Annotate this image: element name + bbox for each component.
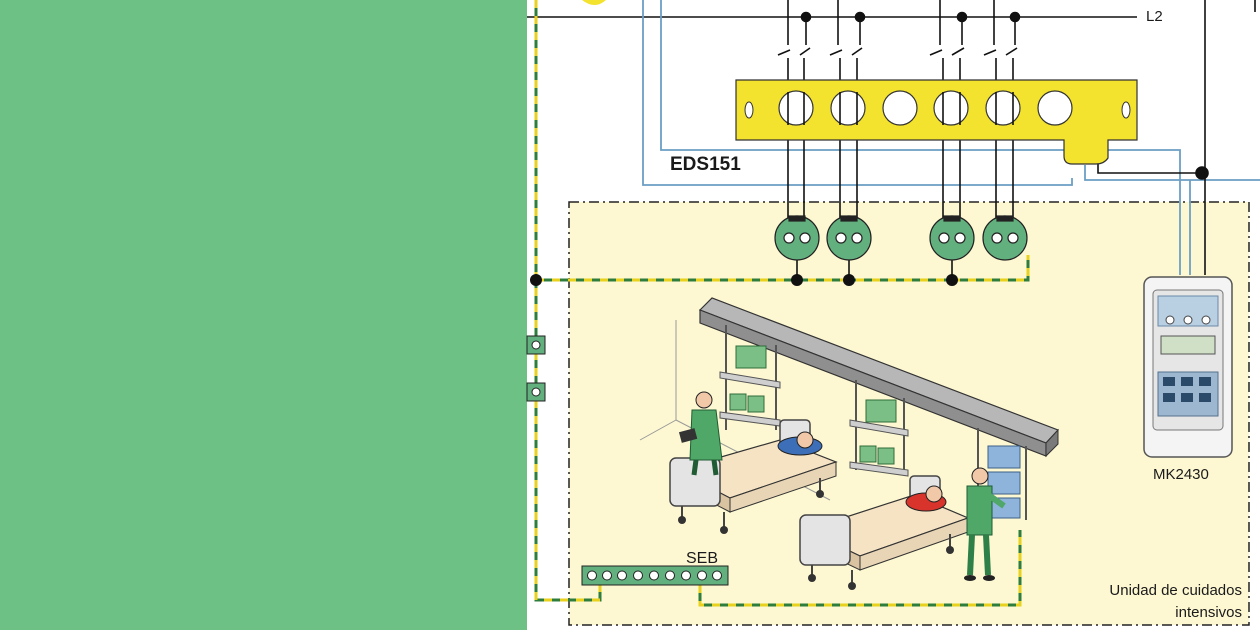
seb-label: SEB xyxy=(686,550,718,567)
zone-label-line2: intensivos xyxy=(1175,604,1242,621)
pe-conductors xyxy=(530,0,1030,607)
medical-staff-icon xyxy=(964,467,1006,581)
l2-label: L2 xyxy=(1146,8,1163,25)
bonding-bar-seb xyxy=(581,565,729,586)
patient-icon xyxy=(905,485,947,512)
socket-outlet-icon xyxy=(982,215,1028,261)
socket-outlets xyxy=(774,215,1028,261)
left-terminals xyxy=(526,335,546,402)
socket-outlet-icon xyxy=(929,215,975,261)
eds151-device xyxy=(735,79,1138,165)
zone-label-line1: Unidad de cuidados xyxy=(1109,582,1242,599)
patient-icon xyxy=(777,431,823,456)
ceiling-supply-unit-icon xyxy=(698,297,1060,520)
icu-zone xyxy=(568,201,1250,626)
medical-staff-icon xyxy=(678,391,723,476)
mk2430-label: MK2430 xyxy=(1153,466,1209,483)
insulation-monitor-icon xyxy=(1143,276,1233,458)
corner-marker xyxy=(582,0,606,5)
eds151-label: EDS151 xyxy=(670,154,741,175)
green-side-panel xyxy=(0,0,527,630)
socket-outlet-icon xyxy=(774,215,820,261)
socket-outlet-icon xyxy=(826,215,872,261)
